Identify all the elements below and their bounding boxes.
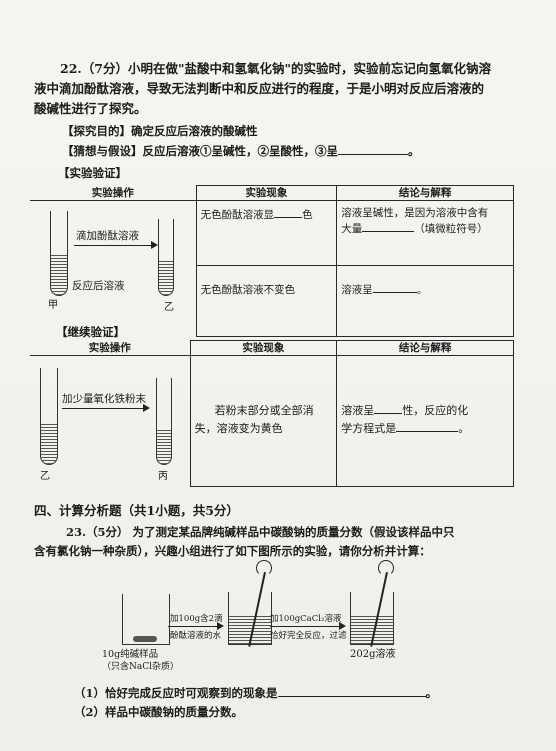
q22-purpose: 【探究目的】确定反应后溶液的酸碱性 [62, 124, 258, 138]
col-header-phenomenon: 实验现象 [195, 185, 338, 201]
beaker-1 [122, 594, 170, 645]
q23-line2: 含有氯化钠一种杂质），兴趣小组进行了如下图所示的实验，请你分析并计算： [34, 544, 431, 558]
add-iron-oxide-arrow [62, 404, 150, 412]
color-blank[interactable] [274, 207, 303, 218]
step1-bottom-label: 酚酞溶液的水 [170, 631, 222, 641]
step2-arrow [270, 622, 346, 630]
phenomenon-answer-blank[interactable] [277, 686, 426, 697]
solution-nature-blank[interactable] [372, 282, 417, 293]
row1-conclusion: 溶液呈碱性，是因为溶液中含有 大量（填微粒符号） [336, 200, 514, 266]
step1-arrow [168, 622, 224, 630]
arrow-label: 滴加酚酞溶液 [76, 230, 139, 242]
tube-label-yi: 乙 [164, 302, 174, 313]
sub-question-2: （2）样品中碳酸钠的质量分数。 [74, 705, 243, 719]
q22-header: 22.（7分）小明在做"盐酸中和氢氧化钠"的实验时，实验前忘记向氢氧化钠溶 [60, 61, 491, 76]
row1-phenomenon: 无色酚酞溶液显色 [195, 200, 338, 266]
continue-phenomenon: 若粉末部分或全部消 失，溶液变为黄色 [189, 355, 338, 487]
q22-hypothesis: 【猜想与假设】反应后溶液①呈碱性，②呈酸性，③呈。 [62, 144, 420, 158]
sub-question-1: （1）恰好完成反应时可观察到的现象是。 [74, 686, 437, 700]
arrow2-label: 加少量氧化铁粉末 [62, 393, 146, 405]
particle-blank[interactable] [362, 221, 415, 232]
equation-blank[interactable] [396, 421, 459, 432]
tube2-label-bing: 丙 [158, 471, 168, 482]
acidity-blank[interactable] [374, 403, 403, 414]
q22-line3: 酸碱性进行了探究。 [34, 101, 147, 116]
add-phenolphthalein-arrow [74, 241, 158, 249]
hypothesis-blank[interactable] [338, 144, 408, 155]
col2-header-phenomenon: 实验现象 [189, 340, 338, 356]
sample-powder [133, 636, 157, 642]
continue-title: 【继续验证】 [56, 325, 125, 339]
tube-content-label: 反应后溶液 [72, 280, 125, 292]
col-header-operation: 实验操作 [91, 186, 134, 199]
rod-loop-2 [378, 560, 394, 576]
test-tube-yi-2 [40, 368, 58, 465]
tube2-label-yi: 乙 [40, 471, 50, 482]
col-header-conclusion: 结论与解释 [336, 185, 514, 201]
step1-top-label: 加100g含2滴 [170, 614, 223, 624]
continue-conclusion: 溶液呈性，反应的化 学方程式是。 [336, 355, 514, 487]
test-tube-yi [158, 219, 174, 296]
final-solution-label: 202g溶液 [350, 649, 396, 660]
test-tube-jia [50, 211, 68, 296]
sample-label: 10g纯碱样品 [102, 649, 159, 660]
test-tube-bing [156, 378, 172, 465]
sample-impurity-label: （只含NaCl杂质） [102, 662, 180, 672]
step2-top-label: 加100gCaCl₂溶液 [270, 614, 342, 624]
continue-table: 实验操作 实验现象 结论与解释 加少量氧化铁粉末 乙 丙 若粉末部分或全部消 失… [30, 340, 514, 487]
verify-table: 实验操作 实验现象 结论与解释 滴加酚酞溶液 反应后溶液 甲 乙 无色酚酞溶液显… [30, 185, 514, 337]
q22-line2: 液中滴加酚酞溶液，导致无法判断中和反应进行的程度，于是小明对反应后溶液的 [34, 81, 485, 96]
col2-header-operation: 实验操作 [30, 340, 191, 356]
step2-bottom-label: 恰好完全反应，过滤 [270, 631, 347, 641]
q23-line1: 23.（5分） 为了测定某品牌纯碱样品中碳酸钠的质量分数（假设该样品中只 [66, 525, 455, 539]
operation2-cell: 加少量氧化铁粉末 乙 丙 [30, 355, 191, 486]
rod-loop-1 [256, 560, 272, 576]
verify-title: 【实验验证】 [58, 166, 127, 180]
tube-label-jia: 甲 [48, 300, 58, 311]
section4-title: 四、计算分析题（共1小题，共5分） [34, 503, 239, 518]
row2-phenomenon: 无色酚酞溶液不变色 [195, 265, 338, 337]
col2-header-conclusion: 结论与解释 [336, 340, 514, 356]
row2-conclusion: 溶液呈。 [336, 265, 514, 337]
operation-cell: 滴加酚酞溶液 反应后溶液 甲 乙 [30, 200, 197, 337]
